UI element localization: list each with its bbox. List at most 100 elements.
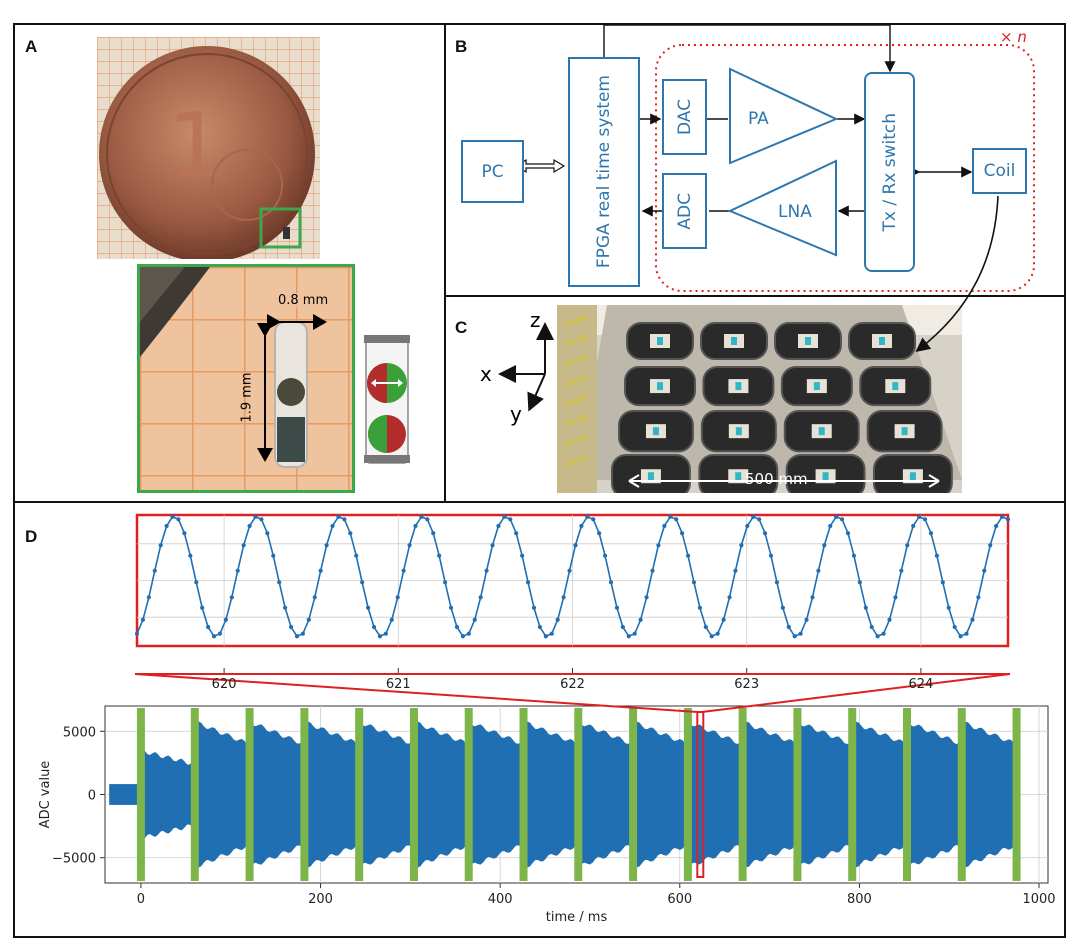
- coil-chip: [657, 337, 663, 345]
- zoom-sample-point: [982, 568, 987, 573]
- zoom-sample-point: [602, 553, 608, 558]
- zoom-sample-point: [508, 517, 513, 522]
- zoom-sample-point: [514, 531, 519, 536]
- zoom-sample-point: [365, 605, 371, 610]
- zoom-signal-line: [136, 515, 1009, 638]
- coil-chip: [735, 472, 742, 481]
- y-tick-label: −5000: [52, 852, 96, 867]
- x-axis-title: time / ms: [546, 910, 608, 925]
- zoom-sample-point: [839, 517, 845, 522]
- zoom-sample-point: [668, 514, 673, 519]
- zoom-sample-point: [217, 631, 223, 636]
- zoom-sample-point: [360, 580, 365, 585]
- zoom-sample-point: [543, 634, 548, 639]
- zoom-sample-point: [389, 617, 394, 622]
- coil-chip: [901, 427, 908, 436]
- zoom-sample-point: [620, 624, 625, 630]
- capsule-schematic: [364, 335, 410, 464]
- zoom-sample-point: [934, 553, 939, 558]
- zoom-sample-point: [845, 531, 851, 536]
- zoom-sample-point: [306, 617, 311, 622]
- zoom-sample-point: [928, 531, 934, 536]
- zoom-sample-point: [727, 595, 732, 600]
- coil-chip: [735, 427, 742, 436]
- scale-bar: [628, 474, 940, 488]
- zoom-sample-point: [828, 523, 833, 529]
- zoom-sample-point: [881, 631, 886, 636]
- zoom-sample-point: [768, 553, 774, 558]
- zoom-sample-point: [875, 634, 880, 639]
- zoom-sample-point: [922, 517, 928, 522]
- width-label: 0.8 mm: [278, 293, 329, 308]
- zoom-sample-point: [721, 617, 726, 622]
- zoom-sample-point: [194, 580, 199, 585]
- x-tick-label: 1000: [1022, 892, 1055, 907]
- zoom-sample-point: [176, 517, 181, 522]
- zoom-sample-point: [478, 595, 483, 600]
- coil-chip: [731, 337, 737, 345]
- zoom-sample-point: [247, 523, 252, 529]
- zoom-sample-point: [443, 580, 448, 585]
- zoom-sample-point: [395, 595, 400, 600]
- excitation-pulse: [355, 708, 364, 881]
- zoom-sample-point: [893, 595, 898, 600]
- zoom-sample-point: [810, 595, 815, 600]
- zoom-sample-point: [757, 517, 762, 522]
- zoom-sample-point: [964, 631, 969, 636]
- zoom-sample-point: [691, 580, 697, 585]
- panel-label-a: A: [25, 37, 38, 56]
- zoom-sample-point: [413, 523, 418, 529]
- zoom-sample-point: [952, 624, 957, 630]
- zoom-sample-point: [472, 617, 477, 622]
- zoom-sample-point: [401, 568, 406, 573]
- excitation-pulse: [409, 708, 418, 881]
- panel-label-c: C: [455, 318, 468, 337]
- zoom-sample-point: [241, 543, 246, 548]
- zoom-sample-point: [798, 631, 803, 636]
- x-tick-label: 0: [137, 892, 145, 907]
- zoom-sample-point: [597, 531, 602, 536]
- zoom-sample-point: [970, 617, 975, 622]
- fpga-box: FPGA real time system: [568, 57, 640, 287]
- zoom-sample-point: [999, 514, 1005, 519]
- excitation-pulse: [190, 708, 199, 881]
- xyz-axes: [498, 322, 554, 412]
- coil-array-graphic: [557, 305, 962, 493]
- coil-chip: [818, 427, 825, 436]
- excitation-pulse: [629, 708, 638, 881]
- zoom-sample-point: [188, 553, 193, 558]
- zoom-sample-point: [591, 517, 596, 522]
- dimension-arrows: [257, 314, 327, 462]
- coil-array-photo: [557, 305, 962, 493]
- zoom-sample-point: [662, 523, 667, 529]
- zoom-sample-point: [626, 634, 631, 639]
- x-tick-label: 400: [488, 892, 513, 907]
- zoom-sample-point: [851, 553, 857, 558]
- x-tick-label: 600: [667, 892, 692, 907]
- fpga-label: FPGA real time system: [594, 75, 614, 269]
- zoom-sample-point: [531, 605, 537, 610]
- tx-rx-switch-box: Tx / Rx switch: [864, 72, 915, 272]
- zoom-sample-point: [869, 624, 874, 630]
- zoom-sample-point: [976, 595, 981, 600]
- zoom-sample-point: [146, 595, 151, 600]
- excitation-pulse: [957, 708, 966, 881]
- zoom-sample-point: [792, 634, 797, 639]
- zoom-sample-point: [644, 595, 649, 600]
- excitation-pulse: [519, 708, 528, 881]
- zoom-sample-point: [762, 531, 768, 536]
- zoom-sample-point: [638, 617, 643, 622]
- zoom-sample-point: [342, 517, 347, 522]
- z-axis-label: z: [530, 308, 541, 332]
- zoom-sample-point: [899, 568, 904, 573]
- zoom-x-tick-label: 621: [386, 677, 411, 692]
- excitation-pulse: [683, 708, 692, 881]
- zoom-sample-point: [170, 514, 175, 519]
- zoom-sample-point: [265, 531, 270, 536]
- coin-photo: 1: [97, 37, 320, 259]
- zoom-sample-point: [585, 514, 590, 519]
- zoom-sample-point: [223, 617, 228, 622]
- zoom-sample-point: [680, 531, 685, 536]
- height-label: 1.9 mm: [239, 372, 255, 423]
- zoom-sample-point: [703, 624, 708, 630]
